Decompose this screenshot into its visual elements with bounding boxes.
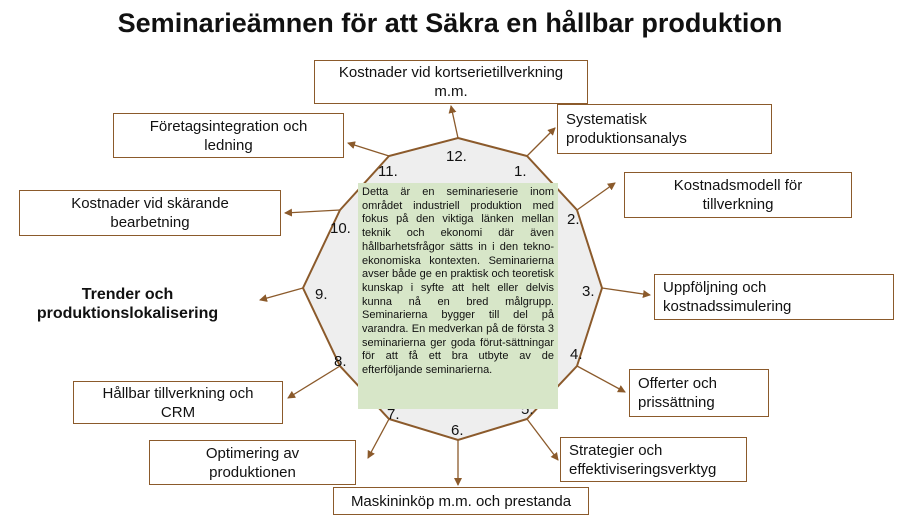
- topic-box-10: Kostnader vid skärande bearbetning: [19, 190, 281, 236]
- topic-box-5: Strategier och effektiviseringsverktyg: [560, 437, 747, 482]
- number-2: 2.: [567, 211, 580, 228]
- topic-10-line-2: bearbetning: [110, 214, 190, 231]
- number-4: 4.: [570, 346, 583, 363]
- arrow-7: [367, 418, 390, 459]
- topic-box-11: Företagsintegration och ledning: [113, 113, 344, 158]
- number-8: 8.: [334, 353, 347, 370]
- arrow-8: [287, 365, 341, 399]
- topic-3-line-1: Uppföljning och: [663, 279, 767, 296]
- topic-5-line-1: Strategier och: [569, 441, 663, 459]
- arrow-12: [448, 105, 459, 139]
- topic-box-6: Maskininköp m.m. och prestanda: [333, 487, 589, 515]
- topic-box-3: Uppföljning och kostnadssimulering: [654, 274, 894, 320]
- topic-box-7: Optimering av produktionen: [149, 440, 356, 485]
- number-1: 1.: [514, 163, 527, 180]
- topic-box-2: Kostnadsmodell för tillverkning: [624, 172, 852, 218]
- number-3: 3.: [582, 283, 595, 300]
- topic-box-4: Offerter och prissättning: [629, 369, 769, 417]
- center-description: Detta är en seminarieserie inom området …: [358, 183, 558, 409]
- topic-box-1: Systematisk produktionsanalys: [557, 104, 772, 154]
- topic-3-line-2: kostnadssimulering: [663, 298, 792, 315]
- arrow-9: [259, 287, 304, 302]
- topic-9-line-1: Trender och: [81, 286, 174, 303]
- topic-1-line-1: Systematisk: [566, 111, 647, 128]
- topic-4-line-1: Offerter och: [638, 375, 717, 392]
- topic-6-line-1: Maskininköp m.m. och prestanda: [350, 492, 572, 510]
- arrow-5: [526, 418, 559, 461]
- number-12: 12.: [446, 148, 467, 165]
- arrow-4: [576, 365, 626, 393]
- topic-12-line-1: Kostnader vid kortserietillverkning: [338, 64, 564, 81]
- diagram-title: Seminarieämnen för att Säkra en hållbar …: [117, 8, 783, 38]
- topic-8-line-1: Hållbar tillverkning och: [102, 384, 254, 402]
- topic-11-line-2: ledning: [204, 136, 253, 154]
- topic-2-line-1: Kostnadsmodell för: [673, 177, 803, 194]
- arrow-11: [347, 141, 390, 157]
- topic-1-line-2: produktionsanalys: [566, 130, 687, 147]
- number-7: 7.: [387, 406, 400, 423]
- topic-12-line-2: m.m.: [434, 83, 468, 100]
- arrow-2: [576, 182, 616, 211]
- topic-box-12: Kostnader vid kortserietillverkning m.m.: [314, 60, 588, 104]
- number-10: 10.: [330, 220, 351, 237]
- topic-9-line-2: produktionslokalisering: [36, 305, 219, 322]
- topic-11-line-1: Företagsintegration och: [149, 117, 308, 135]
- arrow-1: [526, 127, 556, 157]
- topic-8-line-2: CRM: [160, 403, 196, 421]
- topic-10-line-1: Kostnader vid skärande: [71, 195, 229, 212]
- topic-2-line-2: tillverkning: [702, 196, 774, 213]
- topic-7-line-2: produktionen: [209, 463, 296, 481]
- number-9: 9.: [315, 286, 328, 303]
- arrow-3: [601, 287, 651, 298]
- topic-5-line-2: effektiviseringsverktyg: [569, 460, 717, 478]
- number-6: 6.: [451, 422, 464, 439]
- topic-box-8: Hållbar tillverkning och CRM: [73, 381, 283, 424]
- topic-box-9: Trender och produktionslokalisering: [0, 282, 255, 326]
- topic-7-line-1: Optimering av: [205, 444, 300, 462]
- topic-4-line-2: prissättning: [638, 394, 715, 411]
- number-11: 11.: [378, 163, 398, 180]
- arrow-10: [284, 208, 341, 217]
